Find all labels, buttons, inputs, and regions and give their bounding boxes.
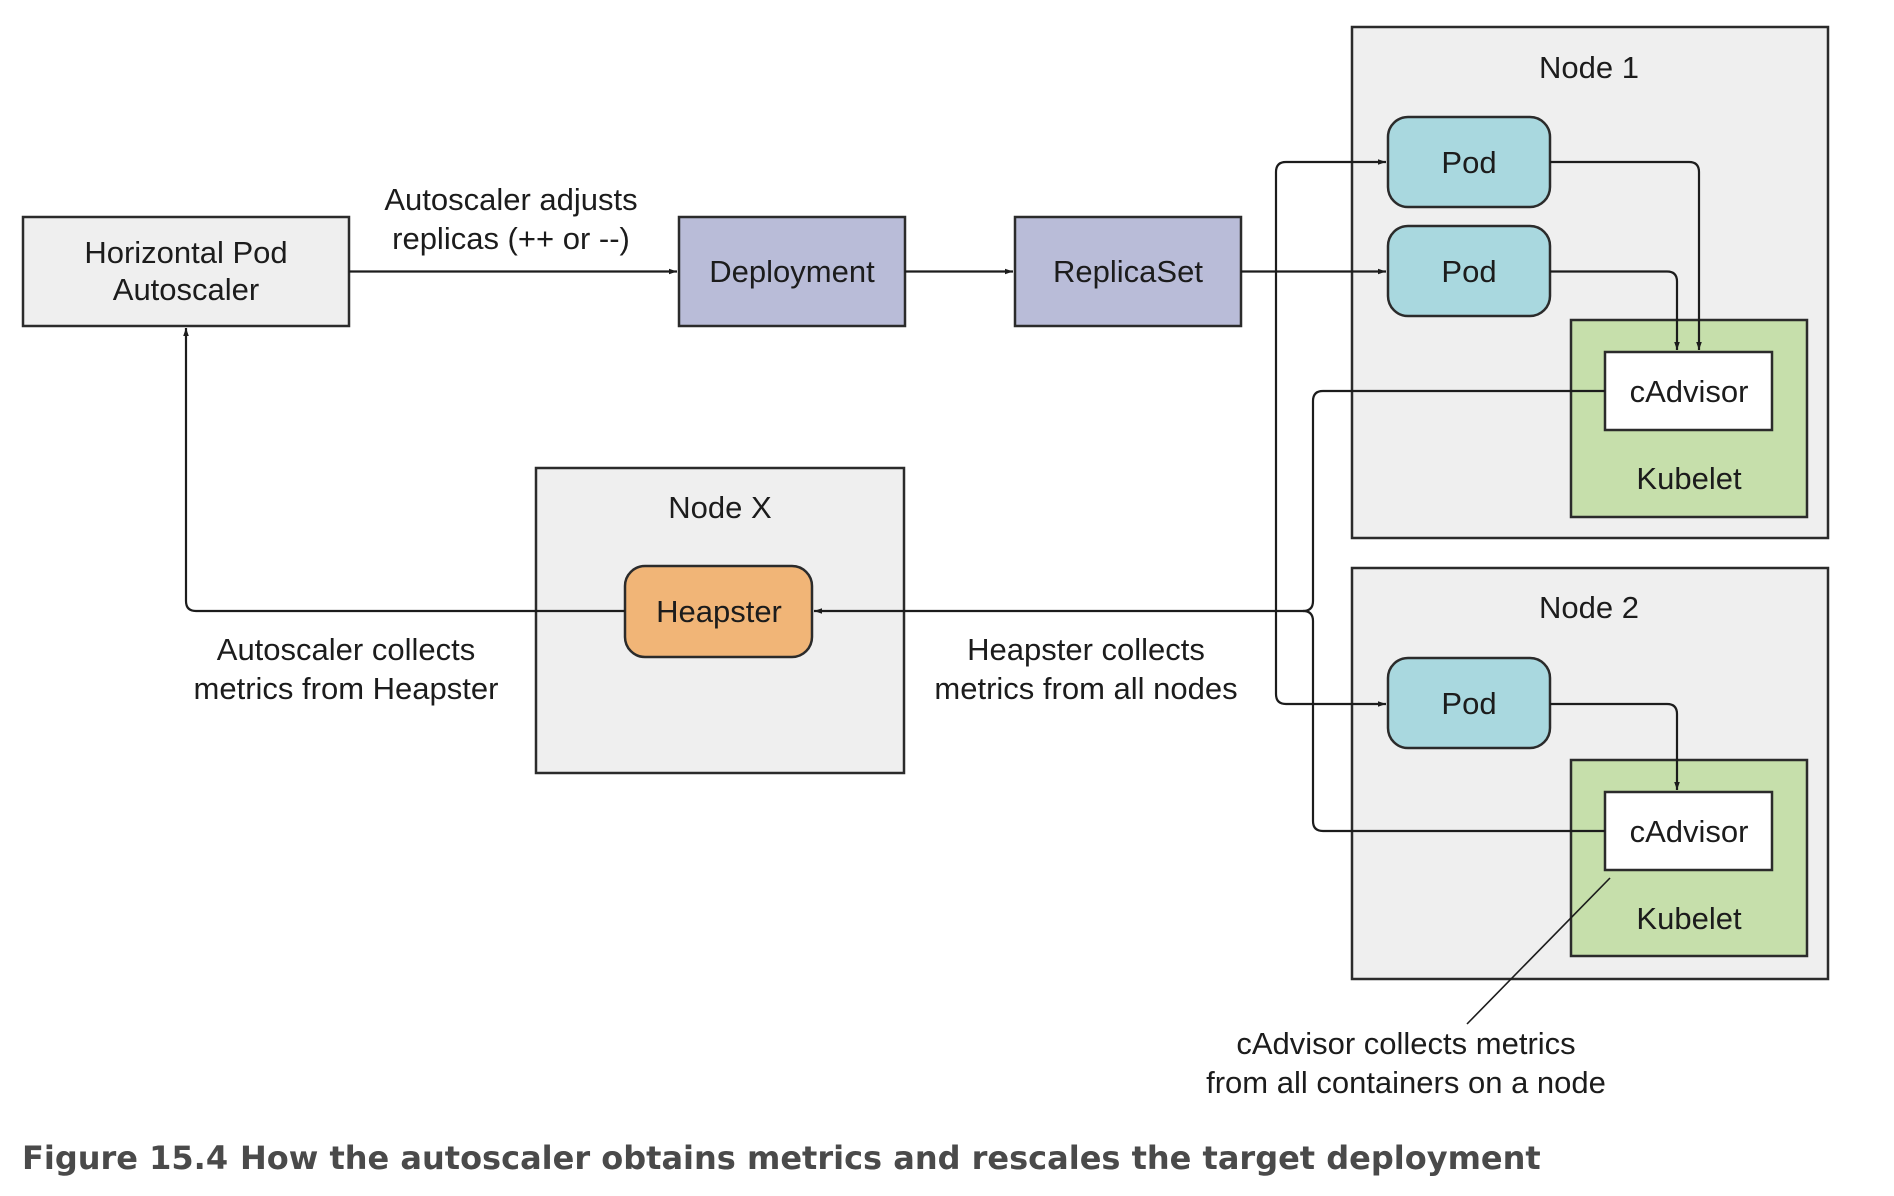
deployment-label: Deployment [709, 254, 875, 289]
figure-caption-text: How the autoscaler obtains metrics and r… [240, 1139, 1541, 1177]
heapster-label: Heapster [656, 594, 782, 629]
node-2-cadvisor-label: cAdvisor [1630, 814, 1749, 849]
node-1-pod-1-label: Pod [1441, 145, 1496, 180]
node-x-title: Node X [668, 490, 772, 525]
figure-caption: Figure 15.4 How the autoscaler obtains m… [22, 1139, 1541, 1177]
node-1-title: Node 1 [1539, 50, 1639, 85]
edge-replicaset-to-pod-1 [1274, 159, 1386, 272]
node-1-kubelet-label: Kubelet [1636, 461, 1742, 496]
node-1-pod-2-label: Pod [1441, 254, 1496, 289]
heapster-collects-annotation-line-2: metrics from all nodes [934, 671, 1237, 706]
edge-heapster-to-hpa [183, 328, 625, 613]
cadvisor-collects-annotation-line-2: from all containers on a node [1206, 1065, 1606, 1100]
adjusts-annotation-line-1: Autoscaler adjusts [384, 182, 637, 217]
autoscaler-collects-annotation-line-1: Autoscaler collects [217, 632, 475, 667]
hpa-label-line-2: Autoscaler [113, 272, 259, 307]
replicaset-label: ReplicaSet [1053, 254, 1203, 289]
cadvisor-callout-line [1466, 877, 1611, 1025]
node-2-title: Node 2 [1539, 590, 1639, 625]
node-2-cadvisor-box [1603, 790, 1774, 872]
cadvisor-collects-annotation-line-1: cAdvisor collects metrics [1236, 1026, 1575, 1061]
node-2-pod-1-label: Pod [1441, 686, 1496, 721]
edge-replicaset-to-node2-pod [1274, 271, 1386, 707]
node-2-kubelet-label: Kubelet [1636, 901, 1742, 936]
deployment-box [677, 215, 907, 328]
figure-number: Figure 15.4 [22, 1139, 228, 1177]
edge-cadvisor2-to-heapster [1302, 609, 1605, 833]
edge-pod-2-to-cadvisor [1550, 270, 1680, 350]
adjusts-annotation-line-2: replicas (++ or --) [392, 221, 630, 256]
replicaset-box [1013, 215, 1243, 328]
hpa-box [21, 215, 351, 328]
node-1-cadvisor-label: cAdvisor [1630, 374, 1749, 409]
autoscaler-collects-annotation-line-2: metrics from Heapster [194, 671, 499, 706]
hpa-label-line-1: Horizontal Pod [84, 235, 287, 270]
heapster-collects-annotation-line-1: Heapster collects [967, 632, 1205, 667]
edge-pod-1-to-cadvisor [1550, 160, 1702, 350]
edge-node2-pod-to-cadvisor [1550, 702, 1680, 790]
